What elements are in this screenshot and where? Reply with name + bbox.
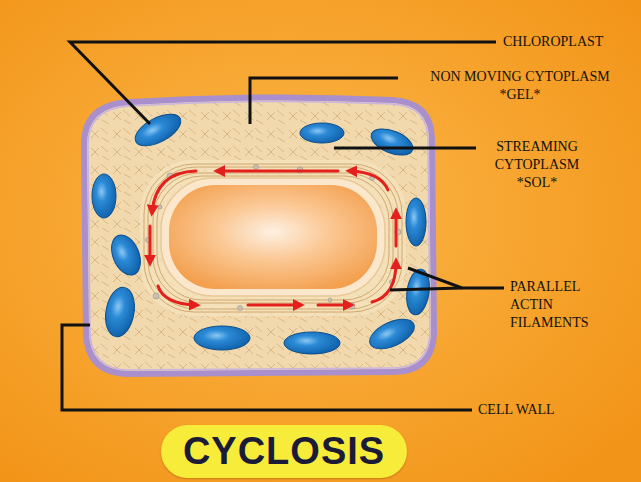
part-label: PARALLEL ACTIN FILAMENTS (510, 278, 591, 332)
label-text: CHLOROPLAST (503, 34, 603, 49)
granules (146, 165, 402, 311)
label-text: NON MOVING CYTOPLASM *GEL* (430, 69, 609, 102)
actin-filaments (144, 164, 402, 312)
leader-lines (62, 42, 504, 410)
part-label: STREAMING CYTOPLASM *SOL* (494, 138, 581, 192)
title-text: CYCLOSIS (183, 430, 385, 473)
part-label: NON MOVING CYTOPLASM *GEL* (429, 68, 610, 104)
vacuole-membrane (161, 178, 385, 296)
chloroplasts (92, 108, 432, 355)
title-pill: CYCLOSIS (161, 425, 407, 478)
gel-cytoplasm (88, 101, 430, 370)
label-text: STREAMING CYTOPLASM *SOL* (495, 139, 580, 190)
cell-wall (84, 97, 434, 374)
label-text: PARALLEL ACTIN FILAMENTS (510, 279, 589, 330)
streaming-arrows (150, 171, 396, 305)
label-text: CELL WALL (478, 402, 555, 417)
part-label: CELL WALL (478, 401, 557, 419)
sol-cytoplasm (140, 160, 406, 316)
vacuole (169, 185, 377, 289)
part-label: CHLOROPLAST (503, 33, 605, 51)
